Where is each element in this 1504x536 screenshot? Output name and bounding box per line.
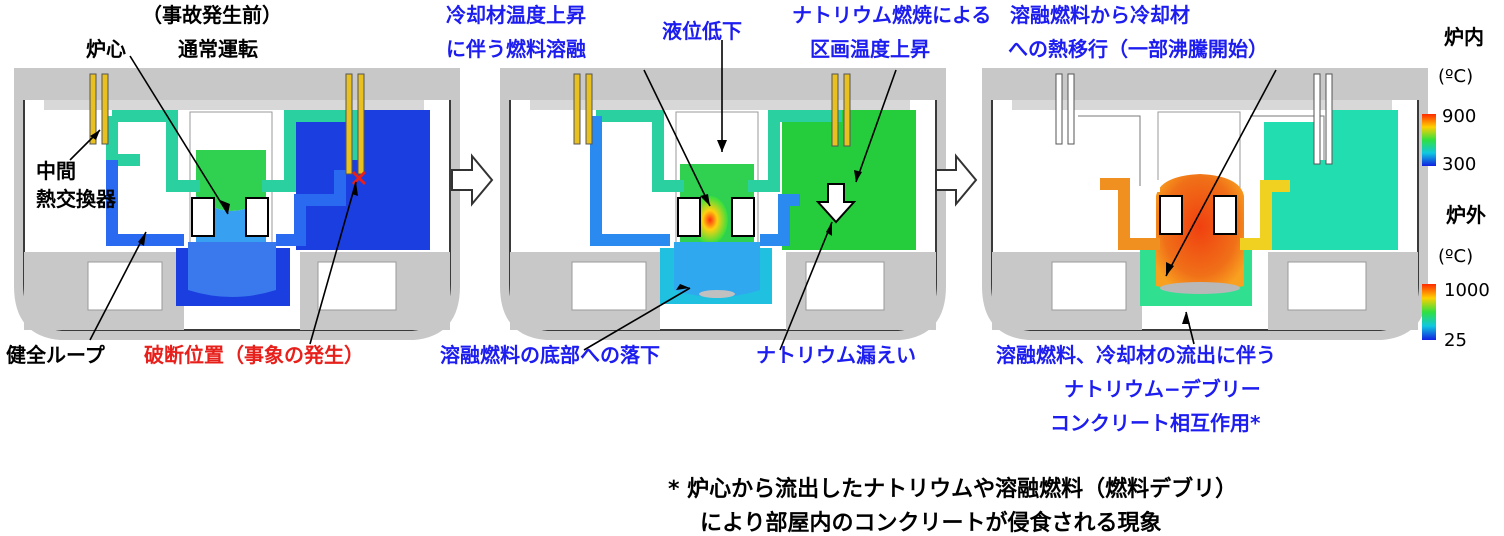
panel-fuel-melting (500, 68, 946, 340)
label-fuel-melt-1: 冷却材温度上昇 (446, 3, 586, 27)
label-ihx-1: 中間 (36, 159, 76, 183)
legend-inner: 炉内 (ºC) 900 300 (1422, 25, 1484, 175)
legend-outer-unit: (ºC) (1438, 246, 1473, 267)
legend-outer: 炉外 (ºC) 1000 25 (1422, 203, 1490, 351)
legend-outer-title: 炉外 (1446, 203, 1486, 227)
label-mcci-3: コンクリート相互作用* (1050, 411, 1261, 435)
label-fuel-melt-2: に伴う燃料溶融 (446, 37, 586, 61)
p1-title-line1: （事故発生前） (142, 3, 282, 27)
legend-outer-max: 1000 (1444, 280, 1490, 301)
leak-arrow (815, 183, 857, 224)
footnote: * 炉心から流出したナトリウムや溶融燃料（燃料デブリ） により部屋内のコンクリー… (668, 476, 1237, 536)
legend-inner-min: 300 (1442, 154, 1476, 175)
label-mcci-1: 溶融燃料、冷却材の流出に伴う (996, 343, 1276, 367)
legend-outer-min: 25 (1444, 330, 1467, 351)
progress-arrow-1 (451, 153, 494, 207)
label-heat-transfer-2: への熱移行（一部沸騰開始） (1008, 37, 1268, 61)
label-ihx-2: 熱交換器 (36, 187, 117, 211)
legend-inner-max: 900 (1442, 106, 1476, 127)
legend-inner-unit: (ºC) (1438, 66, 1473, 87)
progress-arrow-2 (935, 153, 978, 207)
panel3-labels: 溶融燃料から冷却材 への熱移行（一部沸騰開始） 溶融燃料、冷却材の流出に伴う ナ… (996, 3, 1276, 435)
legend-inner-title: 炉内 (1444, 25, 1484, 49)
label-sodium-fire-2: 区画温度上昇 (810, 37, 930, 61)
panel2-labels: 冷却材温度上昇 に伴う燃料溶融 液位低下 ナトリウム燃焼による 区画温度上昇 溶… (440, 3, 991, 367)
break-mark (351, 170, 367, 186)
label-sodium-fire-1: ナトリウム燃焼による (792, 3, 991, 27)
footnote-line1: * 炉心から流出したナトリウムや溶融燃料（燃料デブリ） (668, 476, 1237, 502)
legend-inner-colorbar (1422, 114, 1436, 166)
label-fuel-drop: 溶融燃料の底部への落下 (440, 343, 660, 367)
label-break-location: 破断位置（事象の発生） (144, 343, 364, 367)
label-healthy-loop: 健全ループ (6, 343, 106, 367)
label-sodium-leak: ナトリウム漏えい (756, 343, 916, 367)
label-core: 炉心 (86, 37, 126, 61)
label-level-drop: 液位低下 (662, 19, 742, 43)
legend-outer-colorbar (1422, 284, 1436, 340)
p1-title-line2: 通常運転 (178, 37, 258, 61)
label-heat-transfer-1: 溶融燃料から冷却材 (1010, 3, 1190, 27)
callout-lines (69, 40, 1277, 351)
footnote-line2: により部屋内のコンクリートが侵食される現象 (700, 510, 1162, 536)
panel1-labels: （事故発生前） 通常運転 炉心 中間 熱交換器 健全ループ 破断位置（事象の発生… (6, 3, 364, 367)
arrowheads (90, 130, 1190, 324)
label-mcci-2: ナトリウム−デブリー (1064, 377, 1261, 401)
